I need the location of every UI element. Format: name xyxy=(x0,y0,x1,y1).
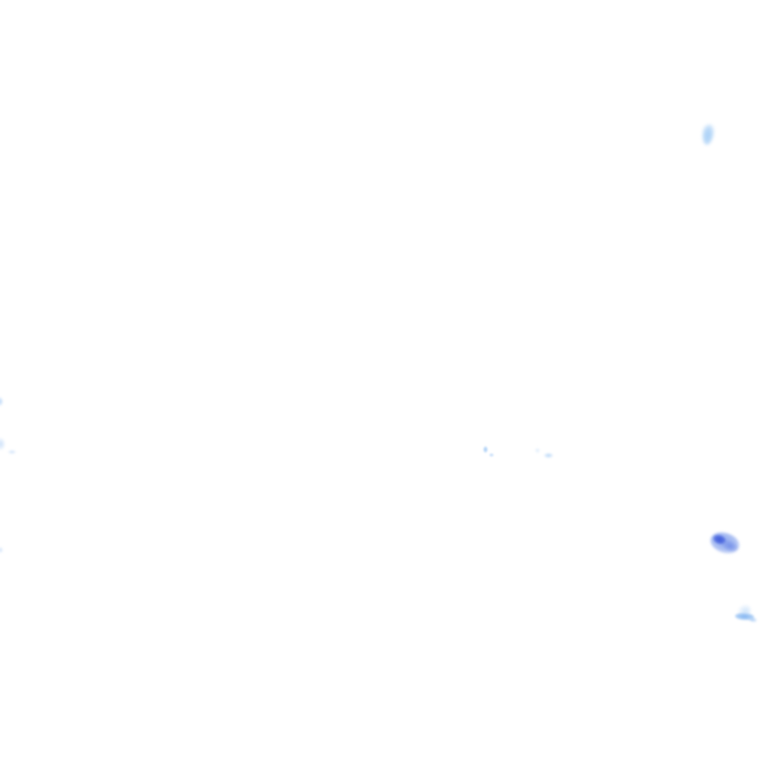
rain-smudge-left-edge xyxy=(0,438,5,450)
rain-speck-left-edge-lower xyxy=(0,547,3,553)
rain-speck-left-edge-upper xyxy=(0,397,3,406)
rain-dash-left xyxy=(8,450,16,454)
rain-dot-center-c-faint xyxy=(535,448,540,453)
rain-cell-wave-base xyxy=(734,612,755,621)
rain-cell-main-core xyxy=(711,533,728,546)
rain-dot-center-b xyxy=(489,453,494,457)
rain-dash-center-d xyxy=(544,453,553,458)
rain-dot-center-a xyxy=(483,446,488,453)
rain-cell-wave-tail xyxy=(747,615,758,624)
rain-cell-main-halo xyxy=(707,528,743,558)
rain-cell-main-tail xyxy=(720,538,740,554)
rain-cell-teardrop-topright xyxy=(700,123,716,146)
rain-cell-wave-wisp xyxy=(736,603,753,618)
